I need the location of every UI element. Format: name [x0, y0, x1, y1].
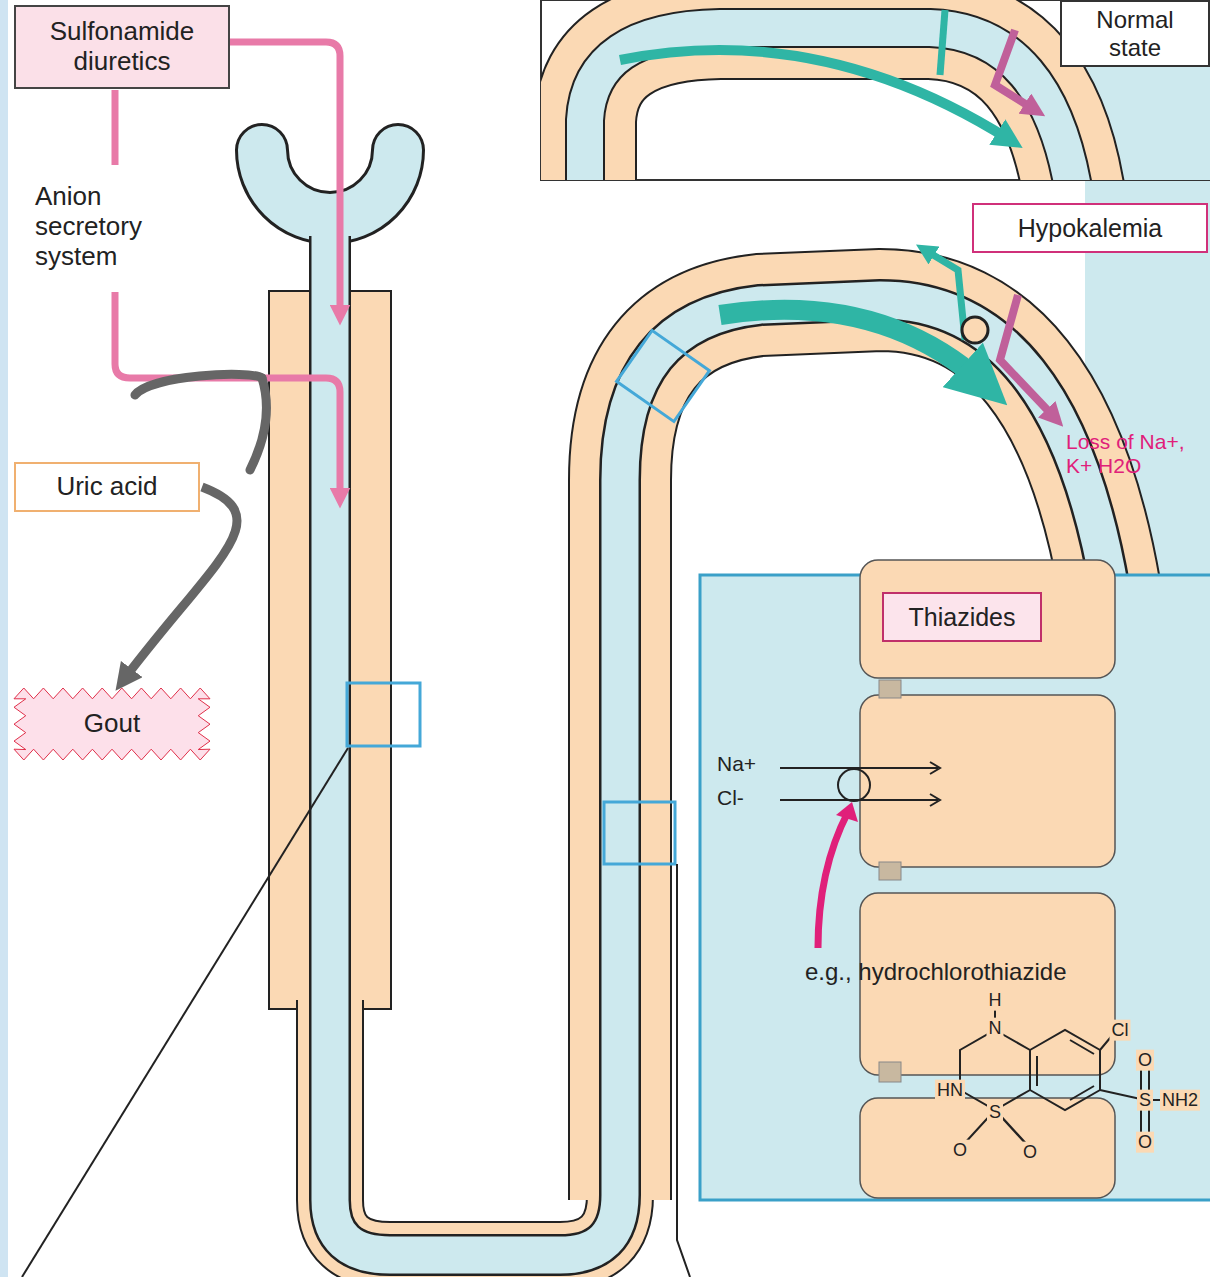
state-box: Normal state [1060, 0, 1210, 67]
substance-box: Uric acid [14, 462, 200, 512]
node-text: Normal state [1070, 6, 1200, 61]
atom-label: O [1021, 1142, 1039, 1163]
node-text: Thiazides [909, 603, 1016, 632]
ion-label: Cl- [717, 786, 744, 810]
ion-label: Na+ [717, 752, 756, 776]
atom-label: O [1136, 1050, 1154, 1071]
atom-label: Cl [1110, 1020, 1131, 1041]
system-label: Anion secretory system [33, 182, 197, 272]
drug-name: e.g., hydrochlorothiazide [805, 958, 1067, 986]
node-text: Uric acid [56, 472, 157, 502]
effect-label: Loss of Na+, K+ H2O [1066, 430, 1186, 478]
atom-label: NH2 [1160, 1090, 1200, 1111]
node-text: Gout [84, 709, 140, 739]
starburst: Gout [14, 688, 210, 760]
atom-label: HN [935, 1080, 965, 1101]
flow-arrow [122, 487, 237, 682]
node-text: Hypokalemia [1018, 214, 1163, 243]
atom-label: O [1136, 1132, 1154, 1153]
atom-label: S [987, 1102, 1003, 1123]
effect-box: Hypokalemia [972, 203, 1208, 253]
atom-label: S [1137, 1090, 1153, 1111]
node-text: Sulfonamide diuretics [24, 17, 220, 77]
atom-label: H [987, 990, 1004, 1011]
atom-label: O [951, 1140, 969, 1161]
drug-class-box: Thiazides [882, 592, 1042, 642]
atom-label: N [987, 1018, 1004, 1039]
drug-box: Sulfonamide diuretics [14, 5, 230, 89]
